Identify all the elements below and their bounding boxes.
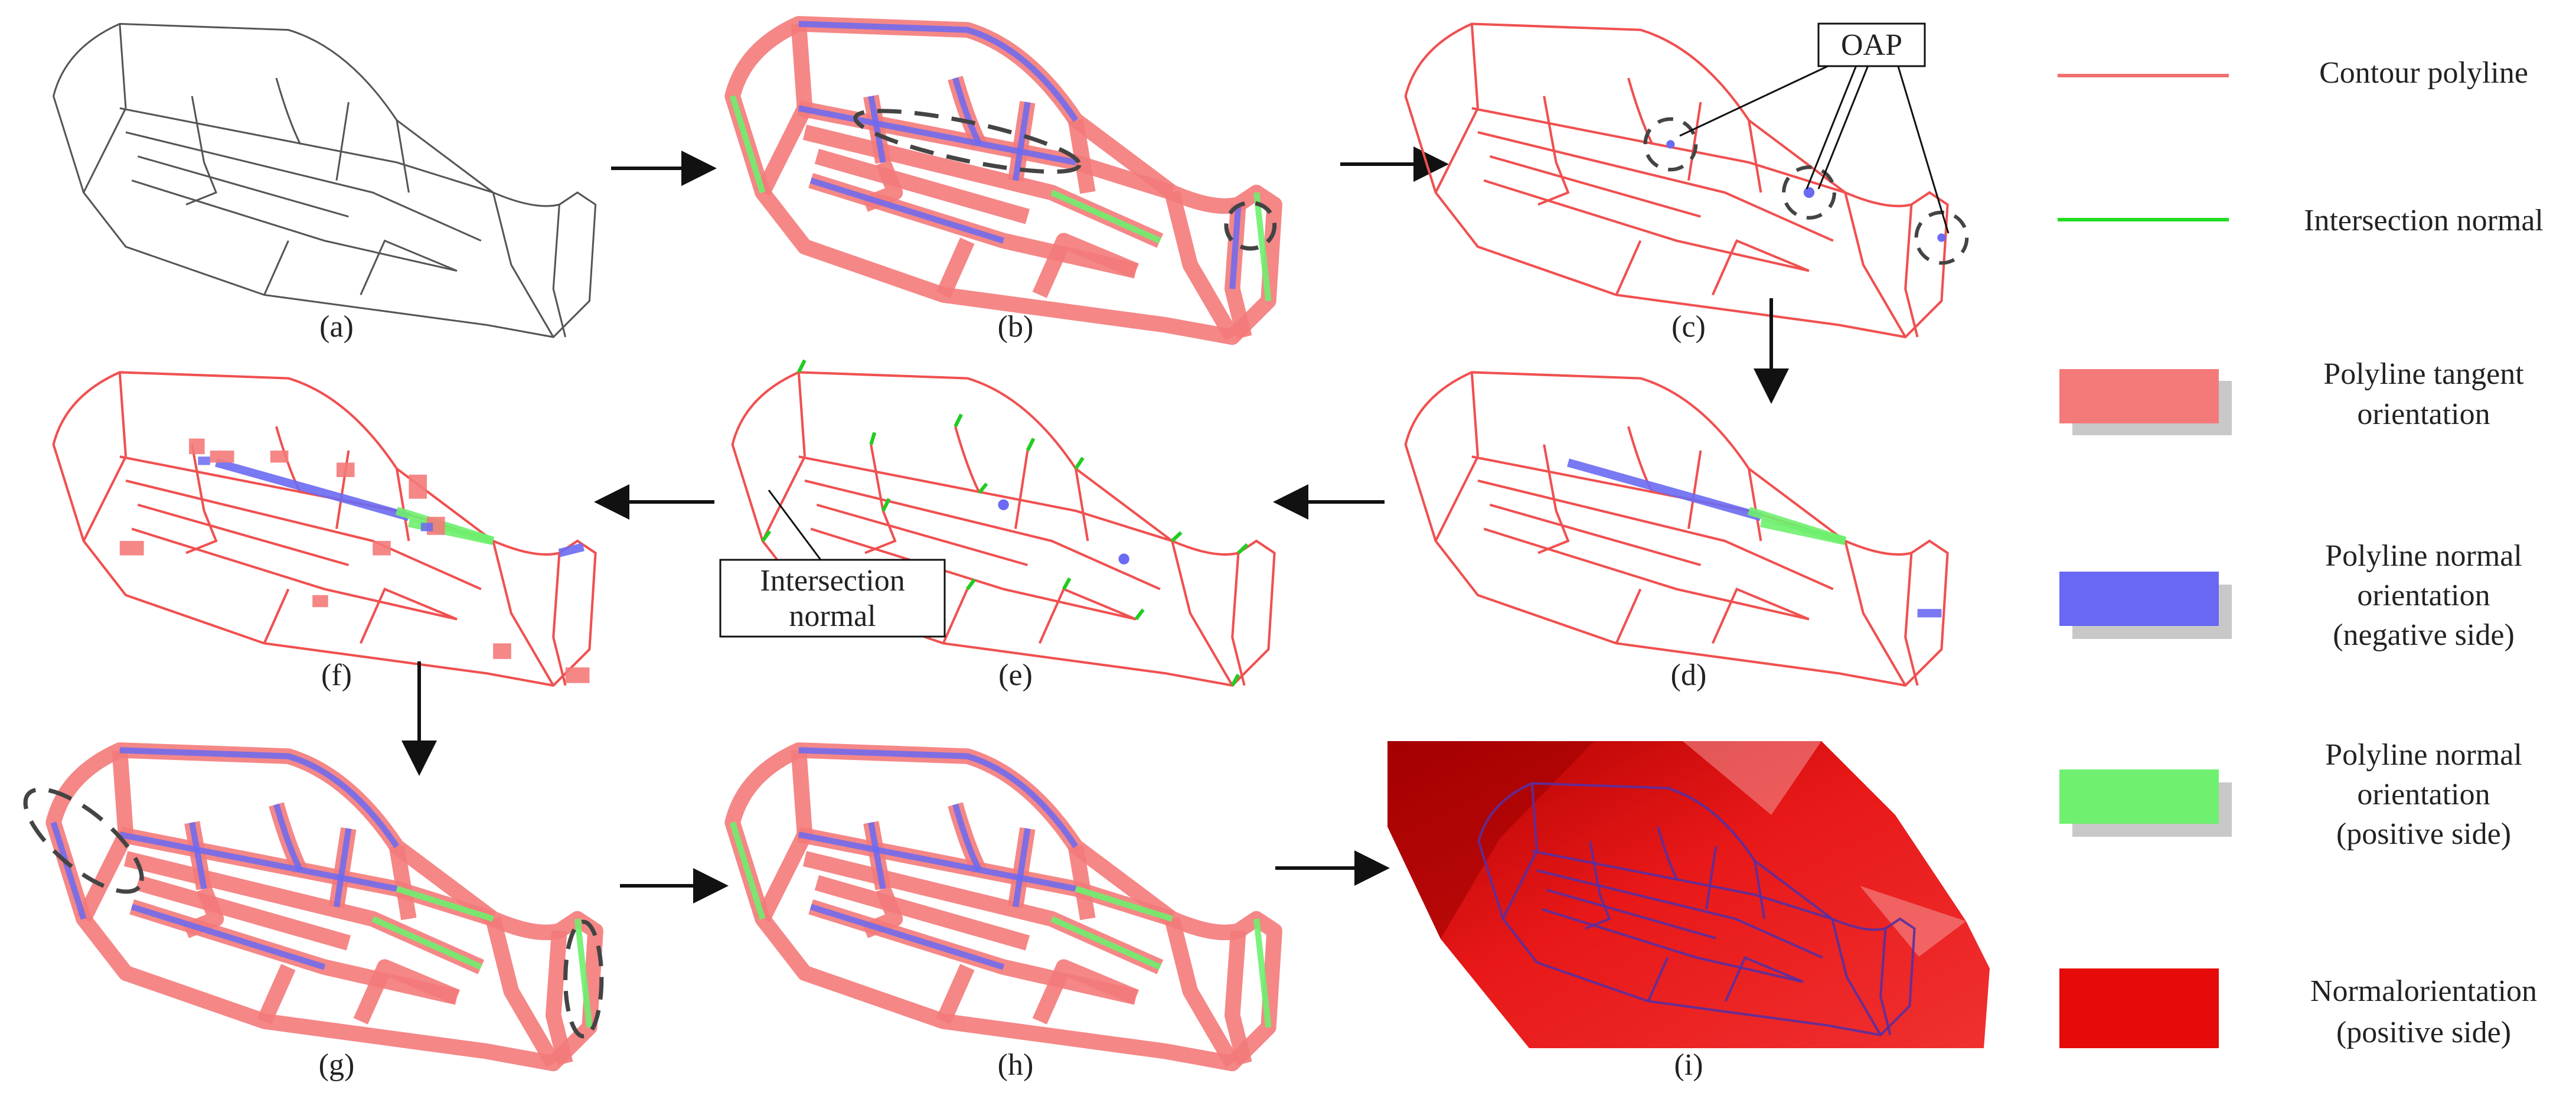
legend-item-normal-orientation: Normalorientation (positive side) <box>2059 968 2537 1049</box>
legend-label-normal-orientation-2: (positive side) <box>2336 1016 2511 1049</box>
surface <box>1387 741 1990 1048</box>
legend-item-tangent-orientation: Polyline tangent orientation <box>2059 357 2524 435</box>
legend-label-tangent-1: Polyline tangent <box>2323 357 2524 391</box>
legend-item-normal-negative: Polyline normal orientation (negative si… <box>2059 539 2522 652</box>
panel-label-b: (b) <box>998 310 1034 344</box>
panel-i <box>1387 741 1990 1048</box>
panel-label-i: (i) <box>1674 1048 1703 1082</box>
panel-c <box>1406 24 1969 337</box>
panel-b <box>733 24 1275 337</box>
panel-e <box>733 359 1275 686</box>
panel-label-g: (g) <box>319 1048 355 1082</box>
legend-label-negative-3: (negative side) <box>2333 618 2515 652</box>
panel-label-c: (c) <box>1671 310 1706 344</box>
panel-g <box>23 750 604 1063</box>
intersection-normal-callout: Intersection normal <box>719 490 946 638</box>
legend-swatch-positive <box>2059 769 2219 824</box>
legend-label-tangent-2: orientation <box>2357 397 2490 431</box>
panel-label-h: (h) <box>998 1048 1034 1082</box>
legend-label-intersection-normal: Intersection normal <box>2304 204 2544 237</box>
legend-label-positive-3: (positive side) <box>2336 817 2511 851</box>
legend-label-contour: Contour polyline <box>2319 56 2528 90</box>
legend: Contour polyline Intersection normal Pol… <box>2058 56 2544 1049</box>
legend-swatch-tangent <box>2059 369 2219 423</box>
panel-label-a: (a) <box>319 310 354 344</box>
legend-swatch-negative <box>2059 572 2219 626</box>
oap-callout: OAP <box>1679 22 1950 234</box>
legend-swatch-normal-orientation <box>2059 968 2219 1048</box>
legend-label-positive-2: orientation <box>2357 778 2490 811</box>
legend-label-normal-orientation-1: Normalorientation <box>2310 974 2537 1008</box>
intersection-normal-label-2: normal <box>789 599 876 633</box>
panel-a <box>53 22 597 338</box>
legend-label-negative-1: Polyline normal <box>2325 539 2522 573</box>
oap-label: OAP <box>1841 28 1902 62</box>
oap-box <box>1817 22 1926 67</box>
panel-label-f: (f) <box>321 658 352 692</box>
panel-f <box>54 372 596 685</box>
intersection-normal-label-1: Intersection <box>760 564 905 598</box>
panel-label-d: (d) <box>1671 658 1707 692</box>
legend-label-negative-2: orientation <box>2357 579 2490 612</box>
intersection-normal-box <box>719 559 946 638</box>
panel-label-e: (e) <box>998 658 1033 692</box>
panel-d <box>1406 372 1948 685</box>
legend-label-positive-1: Polyline normal <box>2325 738 2522 772</box>
legend-item-normal-positive: Polyline normal orientation (positive si… <box>2059 738 2522 851</box>
panel-h <box>733 750 1275 1063</box>
legend-item-intersection-normal: Intersection normal <box>2058 204 2544 237</box>
legend-item-contour-polyline: Contour polyline <box>2058 56 2528 90</box>
